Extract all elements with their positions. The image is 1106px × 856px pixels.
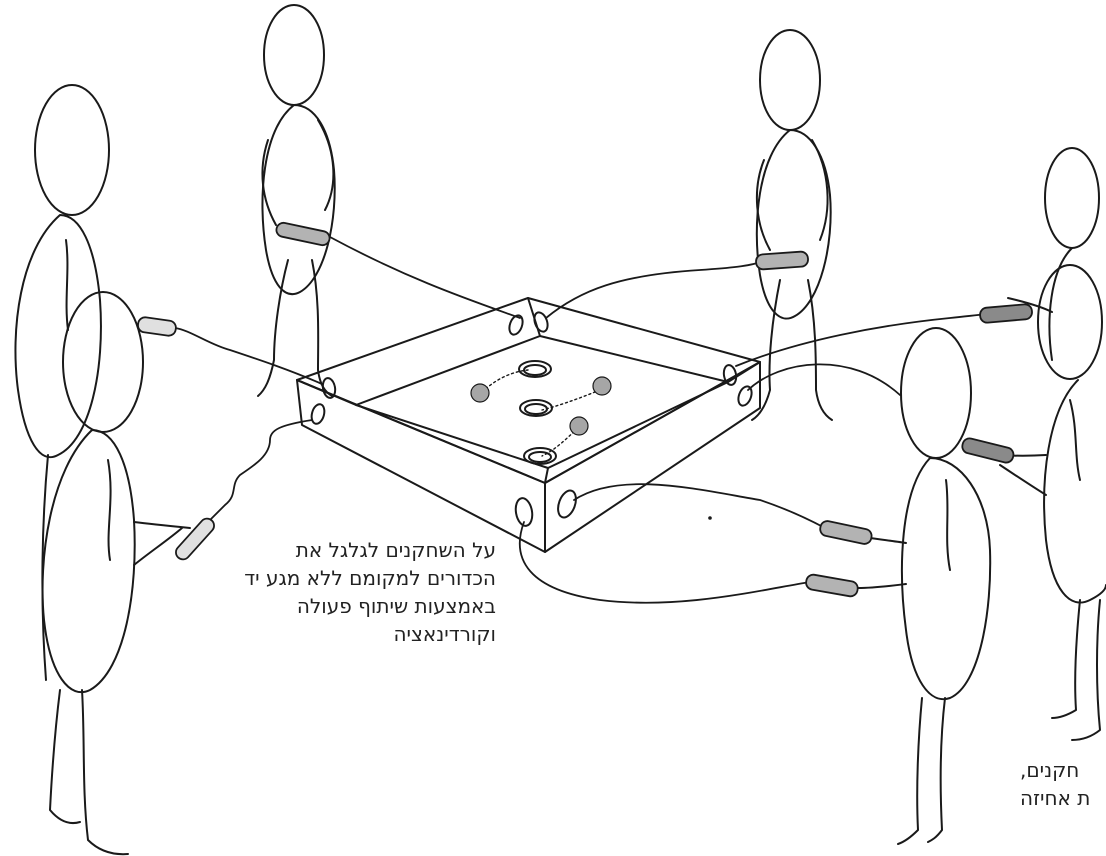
board-wall-right xyxy=(544,361,761,553)
ball xyxy=(592,376,612,396)
player-body xyxy=(14,214,102,459)
ropes xyxy=(174,236,991,604)
instruction-caption: על השחקנים לגלגל את הכדורים למקומם ללא מ… xyxy=(244,536,496,648)
rope-loop xyxy=(514,497,534,527)
handle xyxy=(819,520,873,545)
rope-loop xyxy=(737,385,753,407)
rope-loop xyxy=(321,377,337,399)
caption-line: חקנים, xyxy=(1020,758,1080,782)
player-body xyxy=(755,129,832,320)
player-figure-1 xyxy=(14,84,110,681)
player-head xyxy=(62,291,144,433)
player-head xyxy=(1037,264,1103,380)
rope xyxy=(204,419,313,526)
caption-line: וקורדינאציה xyxy=(393,622,496,646)
rope-loop xyxy=(508,314,524,336)
handle xyxy=(175,517,215,561)
player-figure-5 xyxy=(1007,147,1100,361)
target-hole xyxy=(519,399,553,417)
player-head xyxy=(34,84,110,216)
cooperative-game-board xyxy=(296,297,761,553)
caption-line: באמצעות שיתוף פעולה xyxy=(296,594,496,618)
rope xyxy=(735,313,991,367)
caption-line: הכדורים למקומם ללא מגע יד xyxy=(244,566,496,590)
target-holes xyxy=(518,360,557,465)
ball xyxy=(470,383,490,403)
caption-line: על השחקנים לגלגל את xyxy=(295,538,496,562)
handle xyxy=(961,437,1015,464)
rope xyxy=(519,521,811,604)
player-head xyxy=(900,327,972,459)
rope-loop xyxy=(557,489,577,519)
player-head xyxy=(1044,147,1100,249)
ball xyxy=(569,416,589,436)
rope xyxy=(747,363,901,396)
handle xyxy=(137,316,177,337)
player-head xyxy=(759,29,821,131)
rope xyxy=(573,483,826,529)
handle xyxy=(979,303,1033,324)
player-body xyxy=(1043,379,1106,604)
rope-loop xyxy=(310,403,326,425)
target-hole xyxy=(523,447,557,465)
player-head xyxy=(263,4,325,106)
rope xyxy=(545,261,761,319)
player-figure-7 xyxy=(857,327,992,845)
rope-loop xyxy=(533,311,549,333)
player-body xyxy=(1048,247,1073,361)
player-figure-3 xyxy=(257,4,336,397)
board-rope-loops xyxy=(310,311,753,527)
player-body xyxy=(41,429,136,694)
caption-line: ת אחיזה xyxy=(1020,786,1091,810)
handle xyxy=(275,221,331,247)
handles xyxy=(137,221,1033,598)
player-figure-4 xyxy=(751,29,833,421)
player-body xyxy=(901,457,992,701)
target-hole xyxy=(518,360,552,378)
handle xyxy=(805,573,859,598)
side-caption-cropped: חקנים, ת אחיזה xyxy=(1020,756,1106,812)
rope xyxy=(329,236,521,319)
rope-loop xyxy=(722,364,738,386)
player-figure-6 xyxy=(999,264,1106,741)
handle xyxy=(755,250,809,271)
balls xyxy=(470,376,612,436)
board-wall-left xyxy=(296,379,546,553)
player-figure-2 xyxy=(41,291,191,856)
rope xyxy=(174,327,323,385)
